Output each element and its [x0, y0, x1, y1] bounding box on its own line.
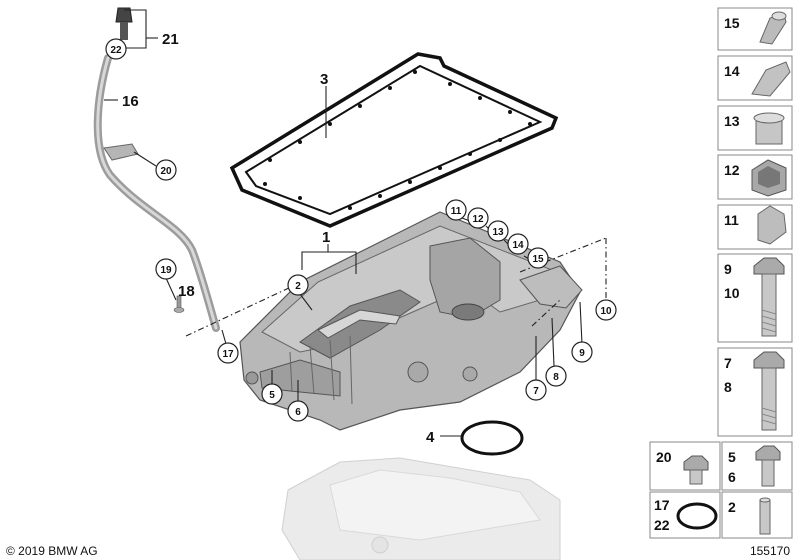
svg-text:22: 22 — [110, 45, 122, 56]
svg-text:20: 20 — [160, 166, 172, 177]
svg-text:8: 8 — [553, 372, 559, 383]
svg-text:7: 7 — [533, 386, 539, 397]
svg-text:2: 2 — [295, 281, 301, 292]
callout-5: 5 — [261, 383, 283, 405]
svg-text:17: 17 — [654, 497, 670, 513]
copyright-text: © 2019 BMW AG — [6, 544, 98, 558]
svg-text:12: 12 — [724, 162, 740, 178]
svg-text:13: 13 — [724, 113, 740, 129]
callout-13: 13 — [487, 220, 509, 242]
svg-text:10: 10 — [724, 285, 740, 301]
callout-2: 2 — [287, 274, 309, 296]
callout-6: 6 — [287, 400, 309, 422]
callout-17: 17 — [217, 342, 239, 364]
sidebar-box-2: 2 — [721, 491, 793, 539]
callout-10: 10 — [595, 299, 617, 321]
sidebar-box-15: 15 — [717, 7, 793, 51]
svg-text:8: 8 — [724, 379, 732, 395]
sidebar-box-5-6: 5 6 — [721, 441, 793, 491]
sidebar-box-13: 13 — [717, 105, 793, 151]
svg-text:11: 11 — [451, 206, 462, 217]
svg-text:7: 7 — [724, 355, 732, 371]
sidebar-box-12: 12 — [717, 154, 793, 200]
small-bolt-drawing — [173, 295, 185, 313]
svg-text:5: 5 — [269, 390, 275, 401]
callout-11: 11 — [445, 199, 467, 221]
svg-text:5: 5 — [728, 449, 736, 465]
callout-9: 9 — [571, 341, 593, 363]
callout-22: 22 — [105, 38, 127, 60]
callout-1: 1 — [322, 229, 330, 246]
svg-text:14: 14 — [512, 240, 524, 251]
svg-text:19: 19 — [160, 265, 172, 276]
callout-12: 12 — [467, 207, 489, 229]
diagram-number: 155170 — [750, 544, 790, 558]
svg-text:12: 12 — [472, 214, 484, 225]
svg-text:14: 14 — [724, 63, 740, 79]
svg-text:6: 6 — [295, 407, 301, 418]
o-ring-drawing — [460, 420, 524, 456]
svg-text:17: 17 — [222, 349, 234, 360]
oil-pan-drawing — [239, 211, 583, 431]
sidebar-box-9-10: 9 10 — [717, 253, 793, 343]
sidebar-box-17-22: 17 22 — [649, 491, 721, 539]
svg-text:13: 13 — [492, 227, 504, 238]
callout-8: 8 — [545, 365, 567, 387]
svg-text:15: 15 — [532, 254, 544, 265]
lower-cover-plate-drawing — [281, 457, 561, 560]
svg-text:2: 2 — [728, 499, 736, 515]
svg-text:11: 11 — [724, 212, 739, 228]
oil-pan-gasket-drawing — [229, 52, 559, 228]
svg-text:15: 15 — [724, 15, 740, 31]
callout-16: 16 — [122, 93, 139, 110]
callout-19: 19 — [155, 258, 177, 280]
svg-text:9: 9 — [579, 348, 585, 359]
callout-20: 20 — [155, 159, 177, 181]
callout-15: 15 — [527, 247, 549, 269]
callout-21: 21 — [162, 31, 179, 48]
sidebar-box-11: 11 — [717, 204, 793, 250]
sidebar-box-20: 20 — [649, 441, 721, 491]
svg-text:22: 22 — [654, 517, 670, 533]
callout-3: 3 — [320, 71, 328, 88]
svg-text:10: 10 — [600, 306, 612, 317]
callout-7: 7 — [525, 379, 547, 401]
svg-text:9: 9 — [724, 261, 732, 277]
callout-14: 14 — [507, 233, 529, 255]
sidebar-box-7-8: 7 8 — [717, 347, 793, 437]
sidebar-box-14: 14 — [717, 55, 793, 101]
svg-text:20: 20 — [656, 449, 672, 465]
svg-text:6: 6 — [728, 469, 736, 485]
callout-4: 4 — [426, 429, 435, 446]
dipstick-guide-tube-drawing — [93, 7, 220, 332]
callout-18: 18 — [178, 283, 195, 300]
